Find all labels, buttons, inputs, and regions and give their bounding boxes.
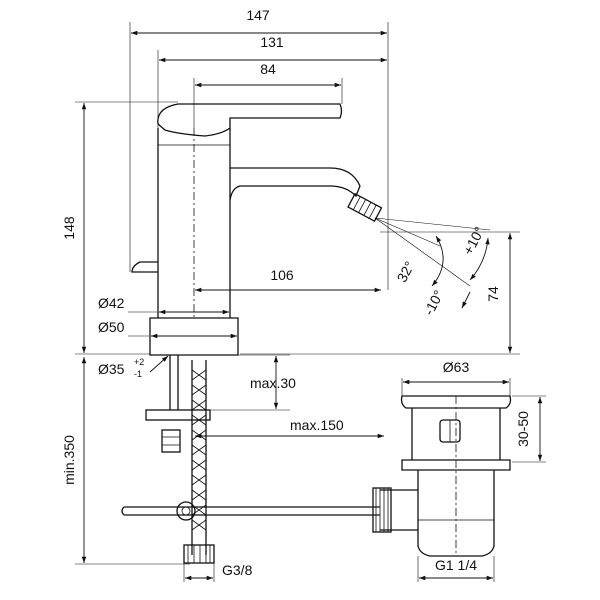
dim-max-150: max.150	[290, 417, 344, 433]
tolerance-minus: -1	[134, 369, 142, 379]
waste-assembly	[372, 395, 512, 557]
dim-147: 147	[246, 7, 270, 23]
dim-74: 74	[485, 286, 501, 302]
faucet-body	[131, 103, 383, 356]
dim-106: 106	[270, 267, 294, 283]
dim-diam-35: Ø35	[98, 361, 125, 377]
dim-diam-50: Ø50	[98, 319, 125, 335]
dim-diam-63: Ø63	[443, 359, 470, 375]
dim-84: 84	[260, 61, 276, 77]
angle-plus-10: +10°	[460, 224, 488, 257]
mounting-assembly	[121, 355, 380, 564]
tolerance-plus: +2	[134, 357, 144, 367]
dim-range-30-50: 30-50	[515, 411, 531, 447]
dim-min-350: min.350	[61, 435, 77, 485]
dim-148: 148	[61, 216, 77, 240]
thread-g3-8: G3/8	[222, 562, 253, 578]
angle-minus-10: -10°	[420, 287, 446, 317]
dim-131: 131	[260, 34, 284, 50]
thread-g1-1-4: G1 1/4	[435, 557, 477, 573]
dim-diam-42: Ø42	[98, 295, 125, 311]
dim-max-30: max.30	[250, 375, 296, 391]
angle-32: 32°	[394, 259, 418, 285]
